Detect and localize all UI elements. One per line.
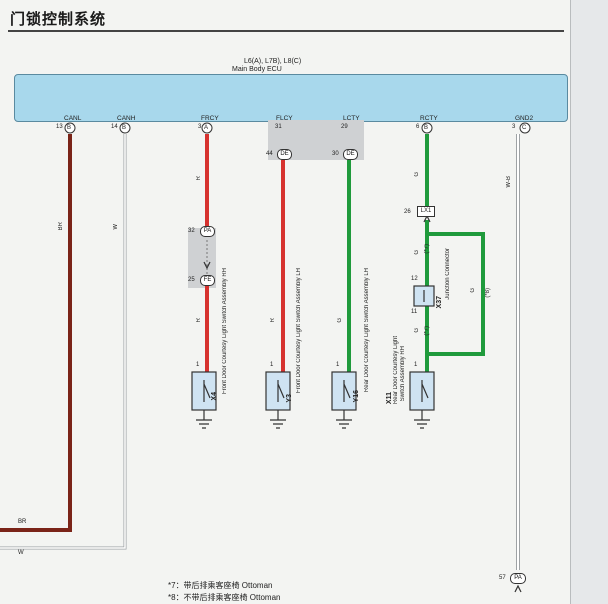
switch-pin-y3: 1 [270,362,274,368]
switch-pin-x4: 1 [196,362,200,368]
pin-num-frcy: 3 [198,124,202,130]
pin-name-rcty: RCTY [420,115,438,122]
wire-label-g-rcty: G [414,172,420,177]
pin-name-canh: CANH [117,115,136,122]
wire-label-r-frcy-lower: R [196,318,202,323]
arrow-pa-bottom [514,584,522,593]
wire-junction-loop [427,232,485,356]
pin-conn-rcty: B [424,125,429,131]
wire-label-g-loop: G [470,288,476,293]
pin-conn-gnd2: C [522,125,527,131]
wire-label-br-horizontal: BR [18,519,27,525]
switch-pin-x11: 1 [414,362,418,368]
switch-x11-contact [421,380,429,402]
ecu-name: Main Body ECU [232,66,282,73]
wire-canh [0,134,126,549]
pin-circle-canh [119,122,131,134]
pin-num-flcy: 31 [275,124,282,130]
wire-label-g-junction-upper: G [414,250,420,255]
option-mark-bottom: (*7) [424,326,430,336]
conn-num-lx1: 26 [404,209,411,215]
ground-y3 [270,410,286,429]
ground-x4 [196,410,212,429]
wire-label-w-vertical: W [113,224,119,230]
pin-num-canh: 14 [111,124,118,130]
pin-conn-canh: B [122,125,127,131]
conn-tag-pa-bottom: PA [510,573,526,584]
footnote-7: *7：带后排乘客座椅 Ottoman [168,581,273,590]
next-page-edge [570,0,608,604]
switch-y16-contact [343,380,351,402]
wire-label-g-junction-lower: G [414,328,420,333]
pin-conn-canl: B [67,125,72,131]
conn-tag-pa-top: PA [200,226,215,237]
junction-name: Junction Connector [445,248,451,300]
pin-circle-frcy [201,122,213,134]
ecu-connector-codes: L6(A), L7B), L8(C) [244,58,302,65]
arrow-pa-fe [203,261,211,270]
pin-circle-gnd2 [519,122,531,134]
wire-label-br-vertical: BR [58,222,64,231]
pin-num-lcty: 29 [341,124,348,130]
component-name-y3: Front Door Courtesy Light Switch Assembl… [296,268,302,394]
pin-name-flcy: FLCY [276,115,293,122]
conn-num-lc-de: 30 [332,151,339,157]
wire-label-g-lcty: G [337,318,343,323]
conn-num-fe: 25 [188,277,195,283]
pin-num-rcty: 6 [416,124,420,130]
component-code-x11: X11 [386,392,393,405]
switch-pin-y16: 1 [336,362,340,368]
ground-x11 [414,410,430,429]
conn-tag-fl-de: DE [277,149,292,160]
x37-pin-11: 11 [411,309,418,315]
conn-num-pa-bottom: 57 [499,575,506,581]
conn-tag-lx1: LX1 [417,206,435,217]
wire-label-r-frcy-upper: R [196,176,202,181]
title-rule [8,30,564,32]
ground-y16 [336,410,352,429]
conn-num-fl-de: 44 [266,151,273,157]
pin-circle-rcty [421,122,433,134]
pin-conn-frcy: A [204,125,209,131]
pin-circle-canl [64,122,76,134]
pin-name-canl: CANL [64,115,82,122]
pin-name-lcty: LCTY [343,115,360,122]
conn-num-pa-top: 32 [188,228,195,234]
pin-num-gnd2: 3 [512,124,516,130]
pin-num-canl: 13 [56,124,63,130]
wire-canl [0,134,72,532]
switch-y16 [331,371,357,411]
component-name-x11-line1: Rear Door Courtesy Light [393,336,399,405]
pin-name-frcy: FRCY [201,115,219,122]
component-name-y16: Rear Door Courtesy Light Switch Assembly… [364,268,370,393]
wire-label-wb: W-B [506,176,512,188]
component-code-y16: Y16 [353,390,360,403]
switch-y3-contact [277,380,285,402]
component-name-x4: Front Door Courtesy Light Switch Assembl… [222,268,228,395]
wire-label-r-flcy: R [270,318,276,323]
conn-tag-lc-de: DE [343,149,358,160]
wire-canh-outline [0,134,127,550]
footnote-8: *8：不带后排乘客座椅 Ottoman [168,593,281,602]
wire-label-w-horizontal: W [18,550,24,556]
component-code-x4: X4 [211,392,218,401]
junction-code-x37: X37 [436,296,443,309]
component-code-y3: Y3 [286,394,293,403]
page-title: 门锁控制系统 [10,11,107,28]
component-name-x11-line2: Switch Assembly RH [400,346,406,402]
option-mark-top: (*7) [424,244,430,254]
option-mark-side: (*8) [485,288,491,298]
x37-pin-12: 12 [411,276,418,282]
pin-name-gnd2: GND2 [515,115,534,122]
switch-x4-contact [203,380,211,402]
conn-tag-fe: FE [200,275,215,286]
